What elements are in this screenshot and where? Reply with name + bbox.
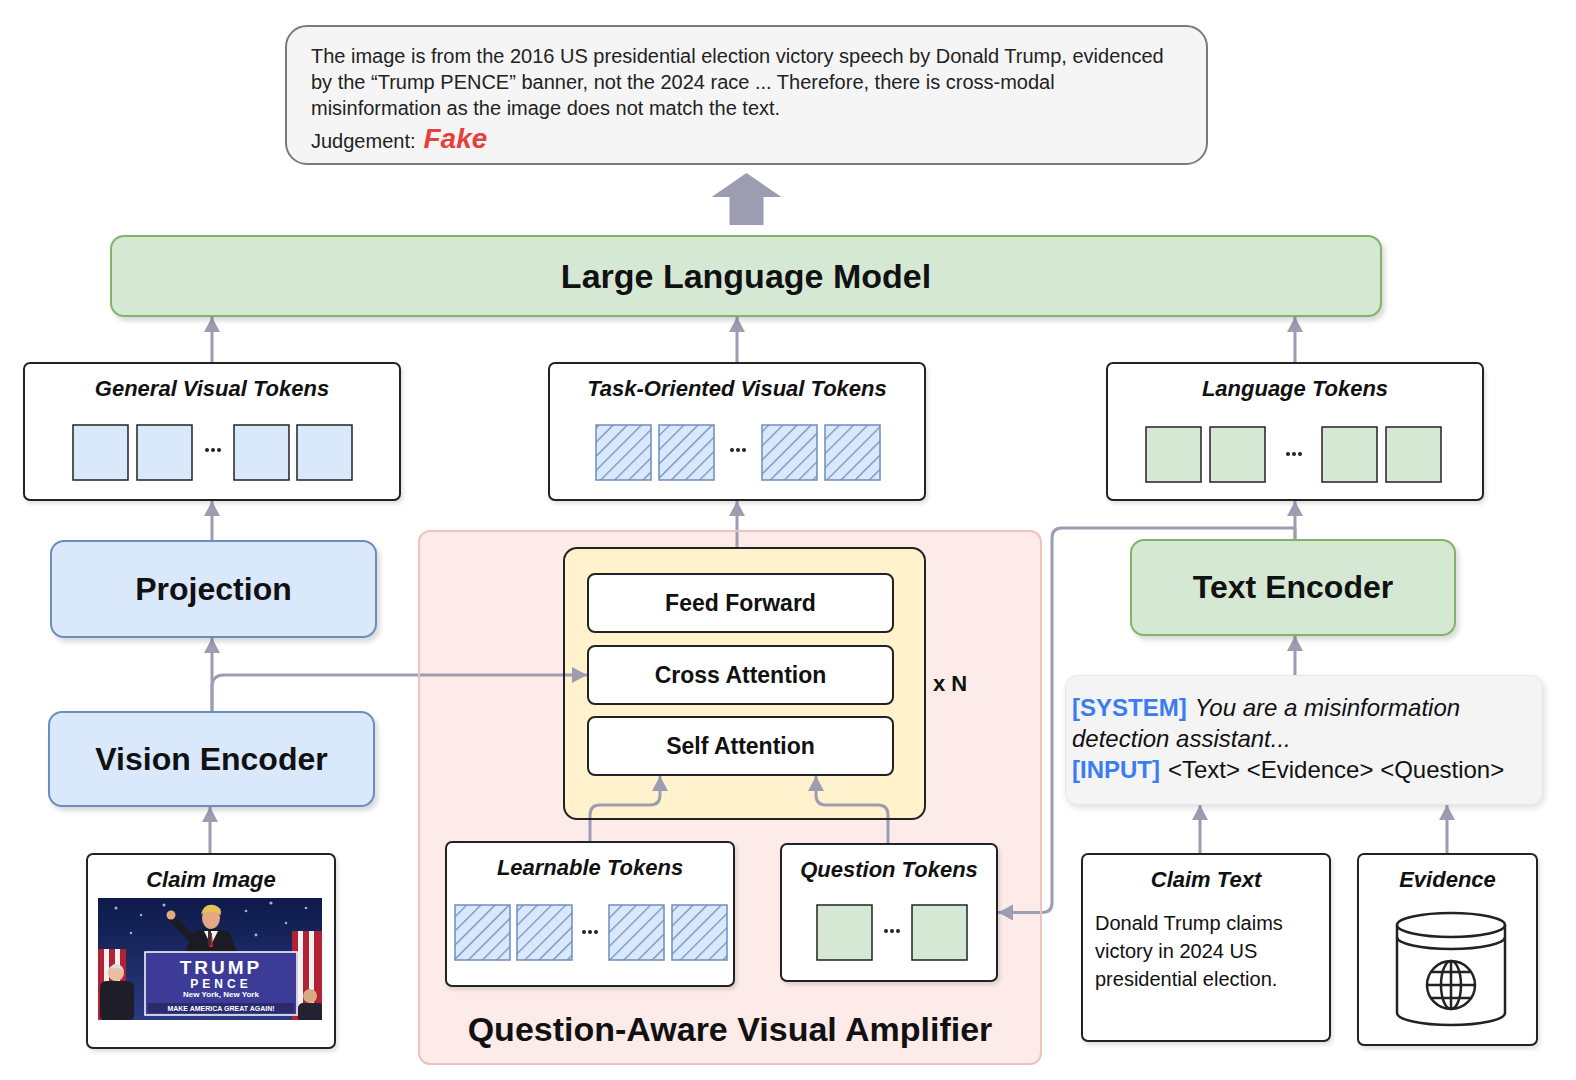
banner-text: TRUMP — [180, 958, 263, 977]
token-box: General Visual Tokens — [23, 362, 401, 501]
connector-arrow — [1439, 805, 1455, 853]
arrow-head — [202, 807, 218, 822]
arrow-head — [1287, 317, 1303, 332]
connector-arrow — [590, 776, 668, 841]
input-box: Claim Image — [86, 853, 336, 1049]
region-title: Question-Aware Visual Amplifier — [468, 1010, 993, 1049]
box-heading: Task-Oriented Visual Tokens — [587, 376, 887, 402]
block-title: Text Encoder — [1193, 569, 1393, 606]
layer-fill — [563, 547, 926, 820]
arrow-head — [204, 317, 220, 332]
layer-title: Feed Forward — [665, 590, 816, 617]
connector-arrow — [808, 776, 888, 843]
arrow-head — [204, 638, 220, 653]
claim-body: Donald Trump claims victory in 2024 US p… — [1083, 909, 1329, 993]
connector-line — [590, 776, 660, 841]
encoder-block: Text Encoder — [1130, 539, 1456, 636]
connector-line — [212, 675, 587, 711]
block-title: Vision Encoder — [95, 741, 327, 778]
arrow-head — [729, 501, 745, 516]
arrow-head — [808, 776, 824, 791]
prompt-box: [SYSTEM]You are a misinformation detecti… — [1065, 675, 1543, 805]
box-heading: Claim Image — [146, 867, 276, 893]
connector-arrow — [204, 501, 220, 540]
token-box: Learnable Tokens — [445, 841, 735, 987]
prompt-tag: [SYSTEM] — [1072, 694, 1187, 721]
box-heading: Question Tokens — [800, 857, 978, 883]
layer-title: Cross Attention — [655, 662, 827, 689]
projection-block: Projection — [50, 540, 377, 638]
connector-arrow — [729, 317, 745, 362]
block-arrow — [712, 173, 782, 225]
block-title: Large Language Model — [561, 257, 931, 296]
banner-text: PENCE — [190, 978, 251, 990]
block-title: Projection — [135, 571, 291, 608]
arrow-head — [652, 776, 668, 791]
banner-text: MAKE AMERICA GREAT AGAIN! — [167, 1005, 274, 1012]
input-box: Claim TextDonald Trump claims victory in… — [1081, 853, 1331, 1042]
connector-arrow — [212, 667, 587, 711]
arrow-head — [1287, 636, 1303, 651]
box-heading: Learnable Tokens — [497, 855, 683, 881]
reasoning-text: The image is from the 2016 US presidenti… — [311, 43, 1182, 121]
token-box: Question Tokens — [780, 843, 998, 982]
banner-text: New York, New York — [183, 991, 259, 999]
layer-box: Cross Attention — [587, 645, 894, 705]
output-box: The image is from the 2016 US presidenti… — [285, 25, 1208, 165]
prompt-text: <Text> <Evidence> <Question> — [1168, 756, 1504, 783]
box-heading: General Visual Tokens — [95, 376, 329, 402]
arrow-head — [1287, 501, 1303, 516]
judgement-label: Judgement: — [311, 130, 416, 153]
encoder-block: Vision Encoder — [48, 711, 375, 807]
arrow-head — [998, 905, 1013, 921]
box-heading: Evidence — [1399, 867, 1496, 893]
connector-arrow — [204, 317, 220, 362]
connector-arrow — [202, 807, 218, 853]
connector-line — [816, 776, 888, 843]
llm-block: Large Language Model — [110, 235, 1382, 317]
box-heading: Claim Text — [1151, 867, 1261, 893]
repeat-count: x N — [933, 671, 967, 697]
arrow-head — [1439, 805, 1455, 820]
token-box: Language Tokens — [1106, 362, 1484, 501]
arrow-head — [729, 317, 745, 332]
prompt-tag: [INPUT] — [1072, 756, 1160, 783]
box-heading: Language Tokens — [1202, 376, 1388, 402]
connector-arrow — [1287, 636, 1303, 675]
arrow-head — [1192, 805, 1208, 820]
layer-title: Self Attention — [666, 733, 815, 760]
judgement-value: Fake — [424, 123, 488, 155]
input-box: Evidence — [1357, 853, 1538, 1046]
amplifier-region: Question-Aware Visual Amplifier x N Feed F… — [418, 530, 1042, 1065]
connector-arrow — [729, 501, 745, 547]
layer-box: Self Attention — [587, 716, 894, 776]
connector-arrow — [1192, 805, 1208, 853]
connector-arrow — [1287, 317, 1303, 362]
token-box: Task-Oriented Visual Tokens — [548, 362, 926, 501]
arrow-head — [572, 667, 587, 683]
output-arrow — [712, 173, 782, 225]
layer-box: Feed Forward — [587, 573, 894, 633]
amplifier-fill — [418, 530, 1042, 1065]
arrow-head — [204, 501, 220, 516]
transformer-layer: x NFeed ForwardCross AttentionSelf Atten… — [563, 547, 926, 820]
